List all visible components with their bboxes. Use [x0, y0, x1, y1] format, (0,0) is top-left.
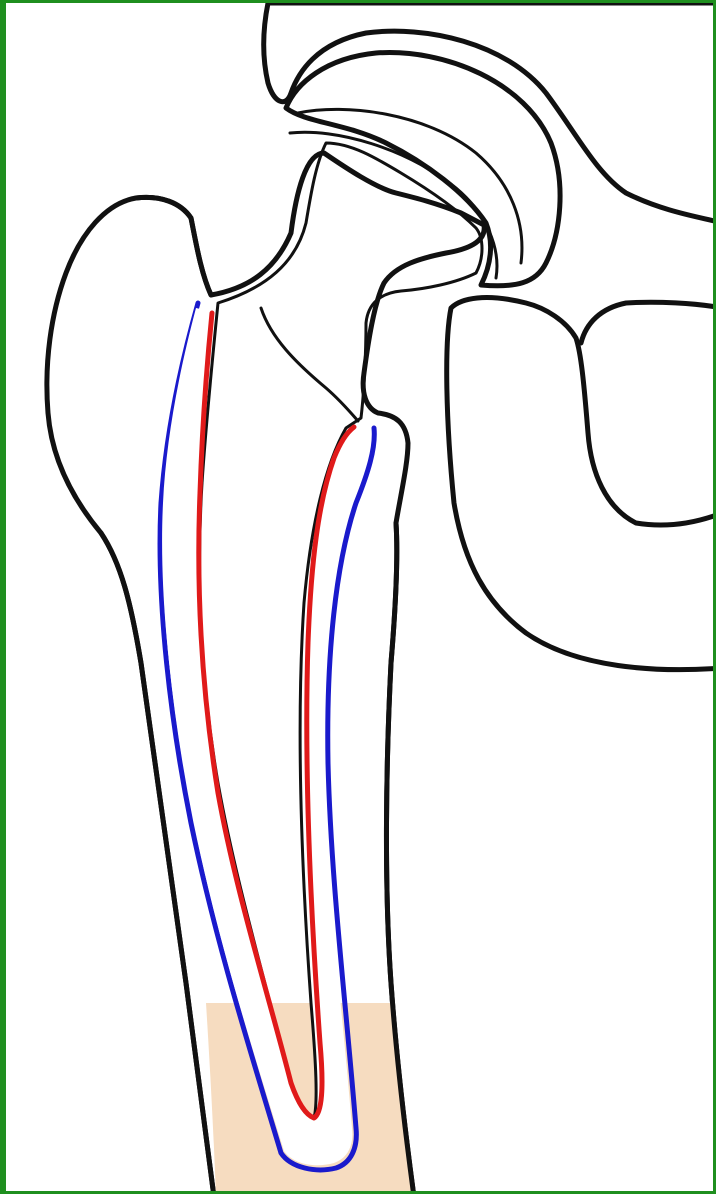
hip-prosthesis-diagram — [6, 3, 716, 1194]
femur-shaft-tint — [206, 1003, 412, 1194]
obturator-edge — [581, 302, 716, 343]
acetabular-cup — [286, 53, 560, 286]
greater-trochanter — [136, 197, 211, 295]
stem-neck-line — [261, 308, 358, 421]
